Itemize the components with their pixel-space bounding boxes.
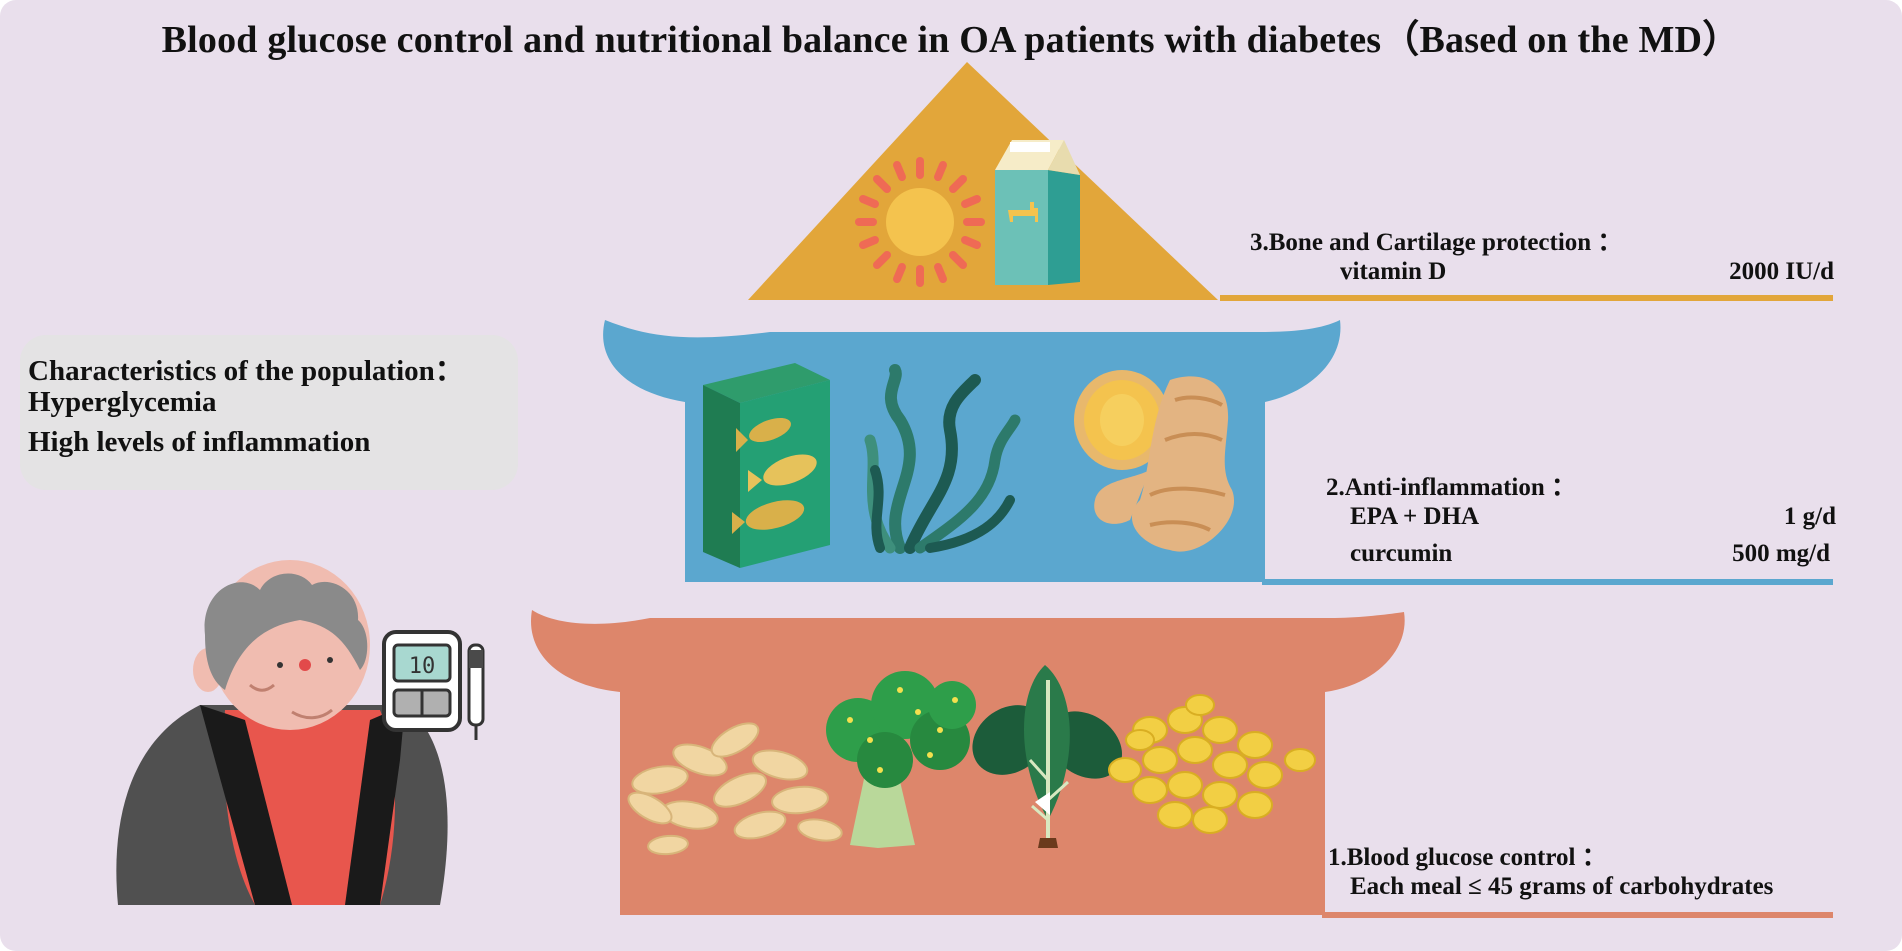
glucose-meter-reading: 10 [409,654,436,679]
population-heading: Characteristics of the population： [28,355,464,387]
spinach-icon [972,665,1123,848]
insulin-pen-icon [467,643,485,740]
milk-carton-icon [995,140,1080,285]
level-2-amount-curcumin: 500 mg/d [1732,540,1830,567]
bottom-tier [531,610,1405,915]
level-3-amount-vitamin-d: 2000 IU/d [1729,258,1834,285]
population-item-inflammation: High levels of inflammation [28,426,371,458]
level-3-item-vitamin-d: vitamin D [1340,258,1447,285]
roof-tier [748,62,1218,300]
population-characteristics-box: Characteristics of the population： Hyper… [20,335,518,490]
soybeans-icon [1108,694,1316,834]
level-2-heading: 2.Anti-inflammation ： [1326,474,1577,501]
ginger-icon [1074,370,1235,552]
sun-icon [855,157,985,287]
level-2-item-curcumin: curcumin [1350,540,1453,567]
fish-can-icon [703,363,830,568]
broccoli-icon [826,671,976,848]
oats-icon [627,722,843,856]
level-1-heading: 1.Blood glucose control ： [1328,844,1607,871]
elderly-man-illustration [116,560,448,905]
seaweed-icon [864,364,1021,554]
level-3-heading: 3.Bone and Cartilage protection ： [1250,229,1623,256]
level-2-amount-epa-dha: 1 g/d [1783,503,1836,530]
level-2-item-epa-dha: EPA + DHA [1350,503,1480,530]
population-item-hyperglycemia: Hyperglycemia [28,386,217,418]
level-1-item-carbs: Each meal ≤ 45 grams of carbohydrates [1350,873,1774,900]
page-title: Blood glucose control and nutritional ba… [161,19,1741,61]
glucose-meter-icon: 10 [382,630,462,732]
